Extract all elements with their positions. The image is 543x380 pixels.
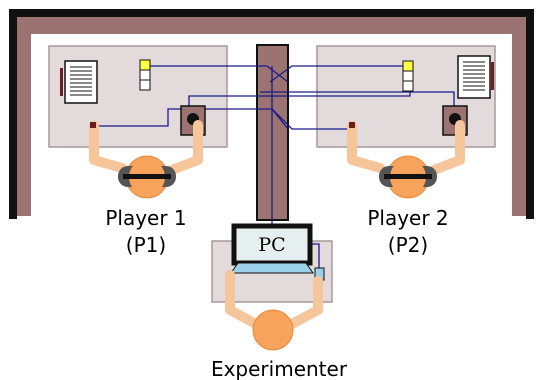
room-outer-wall [9, 9, 534, 219]
player1-light-indicator-icon [139, 59, 151, 91]
player2-figure [347, 120, 465, 199]
player1-figure [89, 120, 203, 199]
player1-label: Player 1 [105, 206, 186, 230]
player2-document-icon [457, 55, 494, 99]
player2-arms [347, 120, 465, 175]
pc-label: PC [258, 234, 285, 256]
player1-code-label: (P1) [126, 233, 166, 257]
player2-label: Player 2 [367, 206, 448, 230]
pc-monitor-icon [230, 223, 314, 274]
experimenter-label: Experimenter [211, 357, 348, 380]
player1-arms [89, 120, 203, 175]
player2-code-label: (P2) [388, 233, 428, 257]
player1-document-icon [60, 60, 98, 104]
player2-light-indicator-icon [402, 60, 414, 92]
experimenter-figure [225, 270, 323, 351]
experimenter-head-icon [252, 309, 294, 351]
